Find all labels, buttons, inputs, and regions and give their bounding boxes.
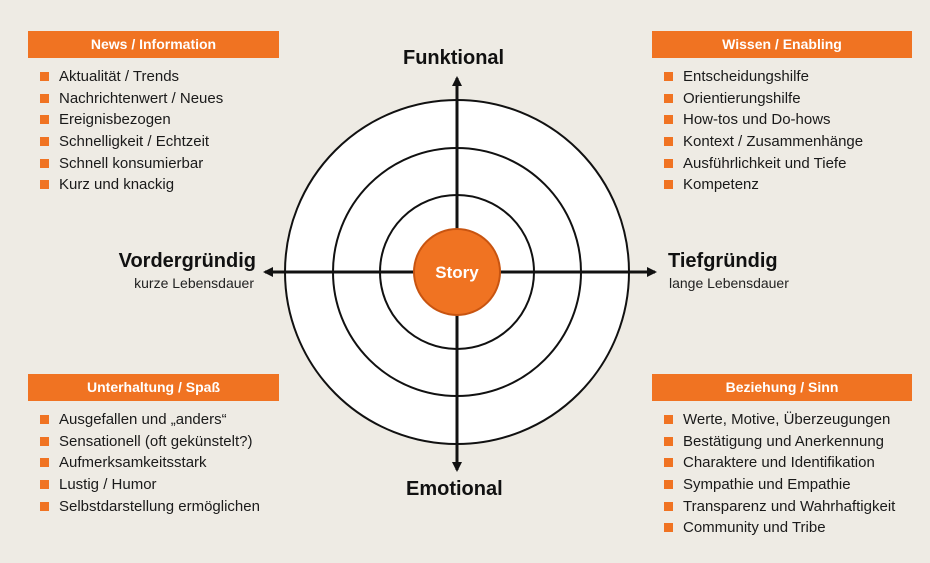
panel-news-information: News / Information Aktualität / Trends N… [28, 31, 279, 196]
bullet-square [40, 436, 49, 446]
list-item: Bestätigung und Anerkennung [664, 431, 912, 453]
bullet-square [664, 458, 673, 468]
list-item: Aufmerksamkeitsstark [40, 452, 279, 474]
axis-label-bottom: Emotional [406, 478, 503, 500]
list-item: Schnelligkeit / Echtzeit [40, 131, 279, 153]
panel-title: Beziehung / Sinn [652, 374, 912, 401]
list-item: Sensationell (oft gekünstelt?) [40, 431, 279, 453]
story-circle [413, 228, 501, 316]
panel-unterhaltung-spass: Unterhaltung / Spaß Ausgefallen und „and… [28, 374, 279, 517]
list-item: Kurz und knackig [40, 174, 279, 196]
bullet-square [664, 115, 673, 125]
bullet-square [664, 158, 673, 168]
bullet-square [40, 137, 49, 147]
list-item: Lustig / Humor [40, 474, 279, 496]
list-item: Werte, Motive, Überzeugungen [664, 409, 912, 431]
list-item: Aktualität / Trends [40, 66, 279, 88]
list-item: Community und Tribe [664, 517, 912, 539]
list-item: How-tos und Do-hows [664, 109, 912, 131]
axis-label-top: Funktional [403, 47, 505, 69]
list-item: Schnell konsumierbar [40, 153, 279, 175]
panel-wissen-enabling: Wissen / Enabling Entscheidungshilfe Ori… [652, 31, 912, 196]
list-item: Ereignisbezogen [40, 109, 279, 131]
list-item: Charaktere und Identifikation [664, 452, 912, 474]
axis-label-right: Tiefgründig [668, 250, 778, 272]
bullet-square [664, 436, 673, 446]
panel-title: Unterhaltung / Spaß [28, 374, 279, 401]
bullet-square [40, 93, 49, 103]
panel-title: News / Information [28, 31, 279, 58]
list-item: Kontext / Zusammenhänge [664, 131, 912, 153]
list-item: Ausführlichkeit und Tiefe [664, 153, 912, 175]
bullet-square [664, 501, 673, 511]
list-item: Ausgefallen und „anders“ [40, 409, 279, 431]
list-item: Sympathie und Empathie [664, 474, 912, 496]
list-item: Orientierungshilfe [664, 88, 912, 110]
list-item: Entscheidungshilfe [664, 66, 912, 88]
bullet-square [40, 415, 49, 424]
bullet-square [664, 523, 673, 533]
bullet-square [664, 415, 673, 424]
bullet-square [664, 93, 673, 103]
panel-title: Wissen / Enabling [652, 31, 912, 58]
axis-sublabel-left: kurze Lebensdauer [134, 275, 254, 291]
list-item: Selbstdarstellung ermöglichen [40, 496, 279, 518]
bullet-square [40, 115, 49, 125]
bullet-square [40, 180, 49, 190]
bullet-square [664, 480, 673, 490]
bullet-square [40, 72, 49, 81]
list-item: Transparenz und Wahrhaftigkeit [664, 496, 912, 518]
bullet-square [664, 137, 673, 147]
story-label: Story [435, 263, 479, 282]
bullet-square [40, 158, 49, 168]
bullet-square [664, 72, 673, 81]
list-item: Nachrichtenwert / Neues [40, 88, 279, 110]
bullet-square [40, 480, 49, 490]
axis-label-left: Vordergründig [118, 250, 256, 272]
bullet-square [40, 458, 49, 468]
bullet-square [40, 501, 49, 511]
axis-sublabel-right: lange Lebensdauer [669, 275, 789, 291]
bullet-square [664, 180, 673, 190]
panel-beziehung-sinn: Beziehung / Sinn Werte, Motive, Überzeug… [652, 374, 912, 539]
list-item: Kompetenz [664, 174, 912, 196]
